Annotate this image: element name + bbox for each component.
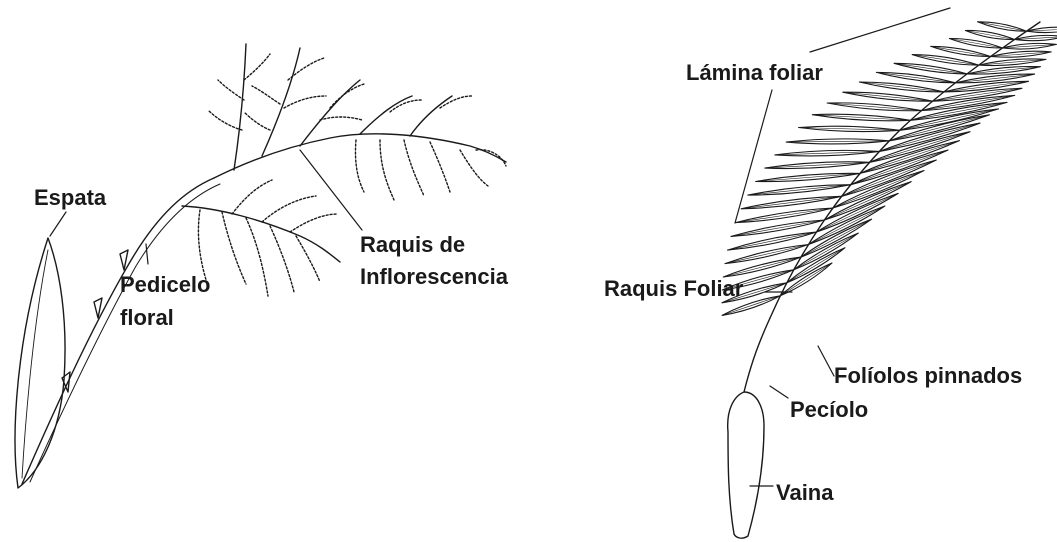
leaf-drawing (722, 8, 1057, 538)
rachilla (246, 218, 268, 296)
leaflet-midrib (843, 92, 933, 101)
rachilla (430, 142, 450, 192)
branch (410, 96, 452, 136)
leaflet-midrib (859, 82, 944, 92)
rachilla (218, 80, 244, 100)
leaflet-midrib (876, 72, 955, 82)
rachilla (270, 226, 294, 292)
rachilla (320, 117, 362, 120)
leader-lamina (735, 90, 772, 223)
rachilla (244, 54, 270, 80)
rachilla (440, 96, 472, 108)
label-vaina: Vaina (776, 480, 834, 505)
branch (360, 96, 412, 134)
rachilla (476, 150, 506, 166)
rachilla (380, 140, 394, 200)
rachilla (296, 236, 320, 282)
label-pedicelo-line2: floral (120, 305, 174, 330)
rachilla (290, 214, 338, 232)
label-lamina-foliar: Lámina foliar (686, 60, 823, 85)
label-peciolo: Pecíolo (790, 397, 868, 422)
label-foliolos-pinnados: Folíolos pinnados (834, 363, 1022, 388)
rachilla (404, 140, 424, 196)
petiole (744, 318, 770, 392)
inflorescence-rachis (214, 134, 506, 178)
leaflet-midrib (894, 63, 967, 74)
leader-peciolo (770, 386, 788, 398)
rachilla (208, 110, 242, 130)
leaflet-midrib (741, 196, 842, 209)
leaflet-midrib (794, 233, 859, 270)
rachilla (284, 96, 326, 108)
leaflet-midrib (748, 185, 851, 195)
leaflet-midrib (965, 31, 1014, 40)
label-raquis-line2: Inflorescencia (360, 264, 509, 289)
leader-foliolos (818, 346, 834, 376)
leaflet-midrib (949, 39, 1002, 49)
branch (262, 48, 300, 156)
rachilla (222, 212, 246, 284)
rachilla (288, 58, 324, 80)
rachilla (244, 112, 270, 130)
leader-raquis-inflorescencia (300, 150, 362, 230)
rachilla (262, 196, 316, 222)
peduncle (22, 178, 214, 484)
rachilla (390, 100, 422, 112)
leader-lamina-top (810, 8, 950, 52)
leaflet-midrib (931, 46, 991, 56)
peduncle-inner (30, 184, 220, 482)
spathe (15, 238, 65, 488)
leader-espata (50, 212, 66, 236)
rachilla (355, 140, 364, 192)
label-espata: Espata (34, 185, 107, 210)
leader-pedicelo (146, 244, 148, 264)
label-raquis-line1: Raquis de (360, 232, 465, 257)
label-pedicelo-line1: Pedicelo (120, 272, 210, 297)
label-raquis-foliar: Raquis Foliar (604, 276, 744, 301)
branch (234, 44, 246, 170)
leaflet-midrib (978, 22, 1027, 31)
leaflet-midrib (912, 55, 979, 66)
sheath (728, 392, 764, 538)
rachilla (252, 86, 280, 104)
rachilla (460, 150, 488, 186)
branch (182, 206, 340, 262)
rachilla (232, 180, 272, 214)
